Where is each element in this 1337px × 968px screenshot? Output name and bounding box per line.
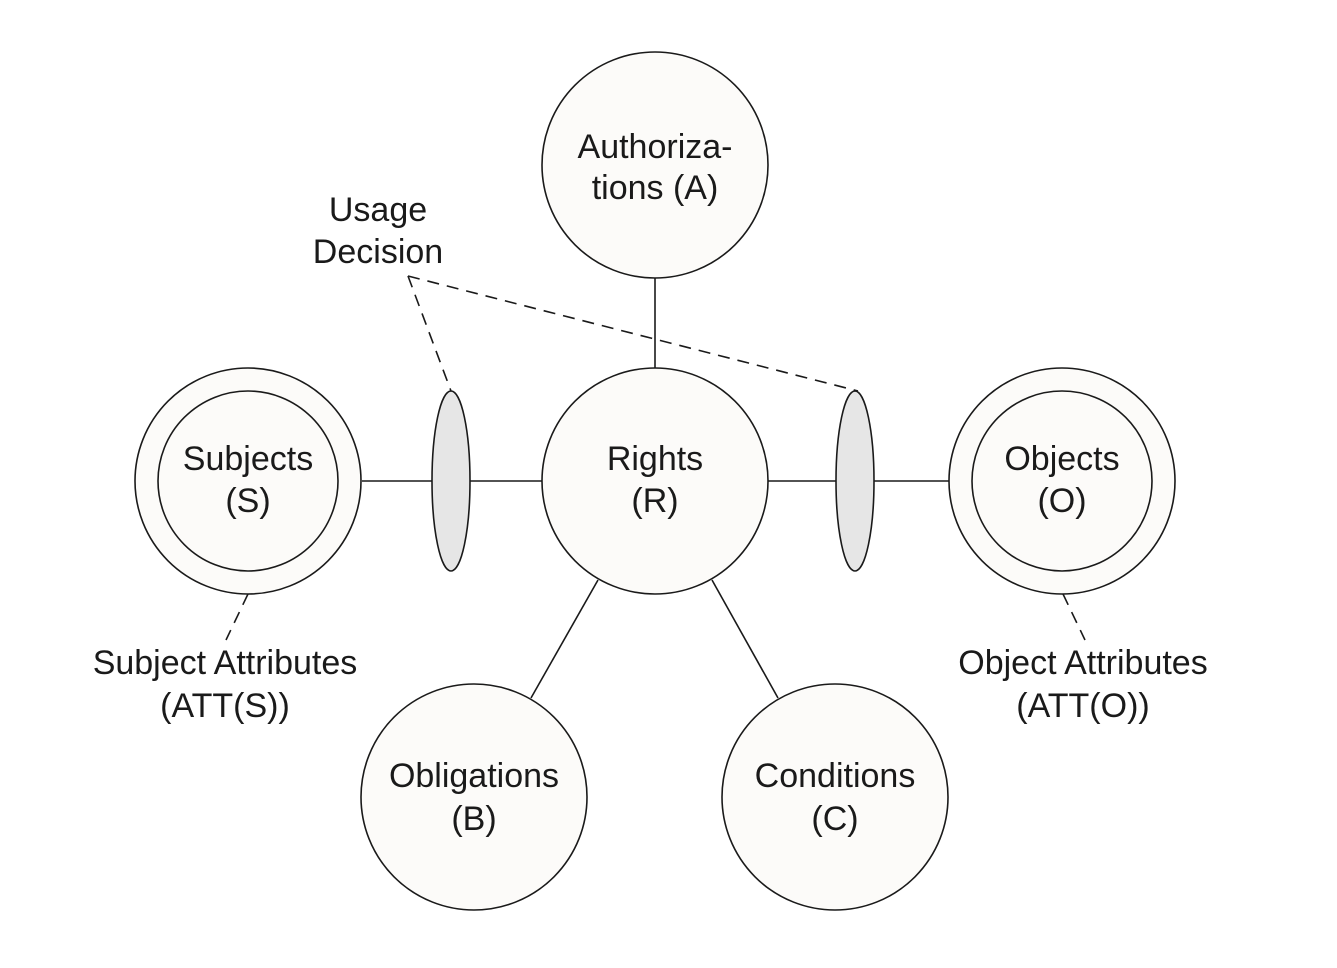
node-authorizations: Authoriza- tions (A)	[541, 51, 769, 279]
connector-rights-obligations	[530, 579, 599, 699]
node-subjects-line2: (S)	[225, 482, 270, 520]
node-obligations: Obligations (B)	[360, 683, 588, 911]
connector-rights-conditions	[711, 579, 779, 699]
usage-decision-ellipse-right	[835, 390, 875, 572]
node-conditions-circle	[721, 683, 949, 911]
dashed-usage-decision-left	[407, 275, 452, 392]
node-objects-line1: Objects	[1004, 440, 1119, 478]
node-subjects: Subjects (S)	[134, 367, 362, 595]
node-objects-line2: (O)	[1037, 482, 1086, 520]
node-authorizations-line2: tions (A)	[592, 169, 719, 207]
dashed-usage-decision-right	[407, 275, 859, 392]
node-conditions-line1: Conditions	[755, 757, 916, 795]
node-conditions-line2: (C)	[811, 800, 858, 838]
label-subject-attributes: Subject Attributes (ATT(S))	[93, 644, 358, 725]
dashed-connectors	[225, 275, 1086, 641]
node-subjects-line1: Subjects	[183, 440, 313, 478]
node-obligations-line2: (B)	[451, 800, 496, 838]
node-authorizations-circle	[541, 51, 769, 279]
usage-decision-ellipse-left	[431, 390, 471, 572]
node-rights-line2: (R)	[631, 482, 678, 520]
node-conditions: Conditions (C)	[721, 683, 949, 911]
usage-decision-ellipses	[431, 390, 875, 572]
label-object-attributes-line2: (ATT(O))	[1016, 687, 1149, 725]
node-rights-line1: Rights	[607, 440, 703, 478]
label-object-attributes: Object Attributes (ATT(O))	[958, 644, 1207, 725]
label-object-attributes-line1: Object Attributes	[958, 644, 1207, 682]
node-objects: Objects (O)	[948, 367, 1176, 595]
label-subject-attributes-line1: Subject Attributes	[93, 644, 358, 682]
label-usage-decision: Usage Decision	[313, 191, 443, 271]
node-obligations-line1: Obligations	[389, 757, 559, 795]
node-rights-circle	[541, 367, 769, 595]
node-rights: Rights (R)	[541, 367, 769, 595]
dashed-subject-attributes	[225, 593, 249, 641]
node-authorizations-line1: Authoriza-	[578, 128, 733, 166]
label-usage-decision-line2: Decision	[313, 233, 443, 271]
node-objects-inner-circle	[971, 390, 1153, 572]
label-usage-decision-line1: Usage	[329, 191, 427, 229]
dashed-object-attributes	[1062, 593, 1086, 641]
node-subjects-inner-circle	[157, 390, 339, 572]
label-subject-attributes-line2: (ATT(S))	[160, 687, 290, 725]
node-obligations-circle	[360, 683, 588, 911]
